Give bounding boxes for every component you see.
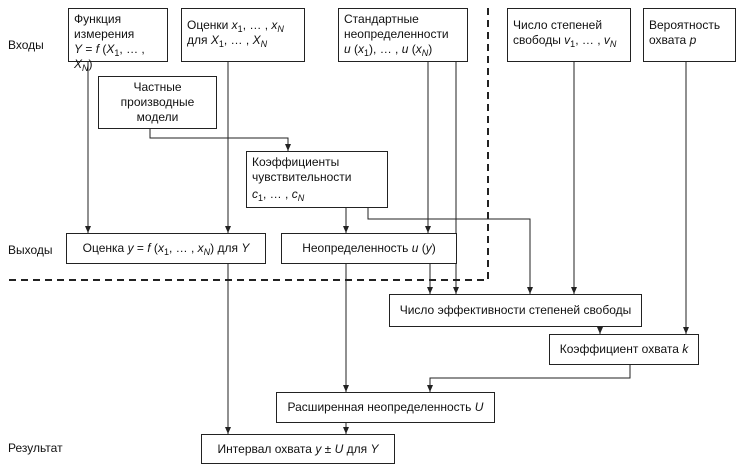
inputs-outputs-boundary — [8, 8, 489, 281]
row-label-result: Результат — [8, 441, 63, 455]
coverage-probability-box: Вероятность охвата p — [643, 8, 736, 62]
connector-sensitivity-to-dof — [367, 208, 533, 294]
measurement-function-box: Функция измерения Y = f (X1, … , XN) — [68, 8, 168, 73]
expanded-uncertainty-box: Расширенная неопределенность U — [276, 392, 495, 423]
coverage-probability-line2: охвата p — [649, 33, 697, 47]
standard-uncertainties-box: Стандартные неопределенности u (x1), … ,… — [338, 8, 468, 62]
degrees-of-freedom-line1: Число степеней — [513, 18, 603, 32]
measurement-function-line2: измерения — [74, 27, 135, 41]
sensitivity-line2: чувствительности — [252, 170, 352, 184]
estimates-line2: для X1, … , XN — [187, 33, 268, 49]
expanded-uncertainty-text: Расширенная неопределенность U — [287, 400, 484, 414]
uncertainty-output-box: Неопределенность u (y) — [281, 233, 457, 264]
sensitivity-line1: Коэффициенты — [252, 155, 340, 169]
degrees-of-freedom-box: Число степеней свободы v1, … , vN — [507, 8, 631, 62]
row-label-inputs: Входы — [8, 38, 44, 52]
estimate-output-text: Оценка y = f (x1, … , xN) для Y — [82, 241, 250, 257]
std-uncertainties-line1: Стандартные — [344, 12, 419, 26]
partial-derivatives-box: Частные производные модели — [98, 76, 217, 129]
partial-derivatives-line2: производные — [120, 95, 195, 109]
connector-derivatives-to-sensitivity — [149, 129, 291, 151]
estimate-output-box: Оценка y = f (x1, … , xN) для Y — [66, 233, 266, 264]
measurement-function-line1: Функция — [74, 12, 122, 26]
connector-factor-to-expanded — [427, 365, 631, 392]
std-uncertainties-line2: неопределенности — [344, 27, 449, 41]
uncertainty-output-text: Неопределенность u (y) — [302, 241, 436, 255]
degrees-of-freedom-line2: свободы v1, … , vN — [513, 33, 617, 49]
coverage-interval-box: Интервал охвата y ± U для Y — [201, 434, 395, 464]
partial-derivatives-line1: Частные — [133, 80, 182, 94]
std-uncertainties-formula: u (x1), … , u (xN) — [344, 42, 433, 58]
sensitivity-formula: c1, … , cN — [252, 187, 305, 203]
row-label-outputs: Выходы — [8, 243, 53, 257]
estimates-line1: Оценки x1, … , xN — [187, 18, 284, 34]
partial-derivatives-line3: модели — [136, 110, 179, 124]
coverage-probability-line1: Вероятность — [649, 18, 721, 32]
estimates-box: Оценки x1, … , xN для X1, … , XN — [181, 8, 305, 62]
effective-dof-box: Число эффективности степеней свободы — [389, 294, 642, 327]
coverage-interval-text: Интервал охвата y ± U для Y — [217, 441, 379, 456]
coverage-factor-box: Коэффициент охвата k — [549, 334, 699, 365]
measurement-function-formula: Y = f (X1, … , XN) — [74, 42, 145, 73]
coverage-factor-text: Коэффициент охвата k — [559, 342, 689, 356]
effective-dof-text: Число эффективности степеней свободы — [399, 303, 632, 317]
sensitivity-coefficients-box: Коэффициенты чувствительности c1, … , cN — [246, 151, 388, 208]
